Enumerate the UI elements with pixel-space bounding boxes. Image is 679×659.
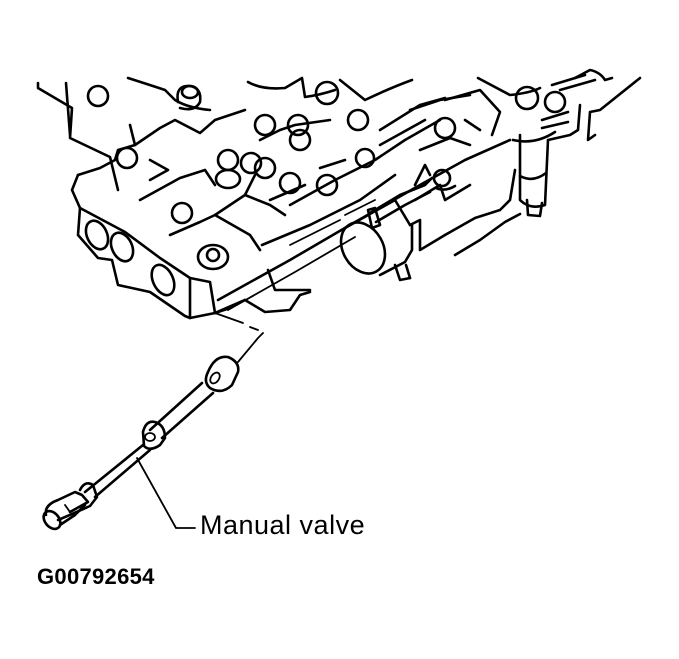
manual-valve — [42, 355, 240, 531]
solenoid — [339, 163, 472, 282]
valve-body — [36, 68, 642, 320]
alignment-dashed-line — [214, 312, 264, 363]
figure-id: G00792654 — [37, 564, 155, 589]
manual-valve-label: Manual valve — [200, 510, 366, 540]
right-post — [511, 103, 582, 218]
callout-leader-line — [136, 457, 196, 529]
